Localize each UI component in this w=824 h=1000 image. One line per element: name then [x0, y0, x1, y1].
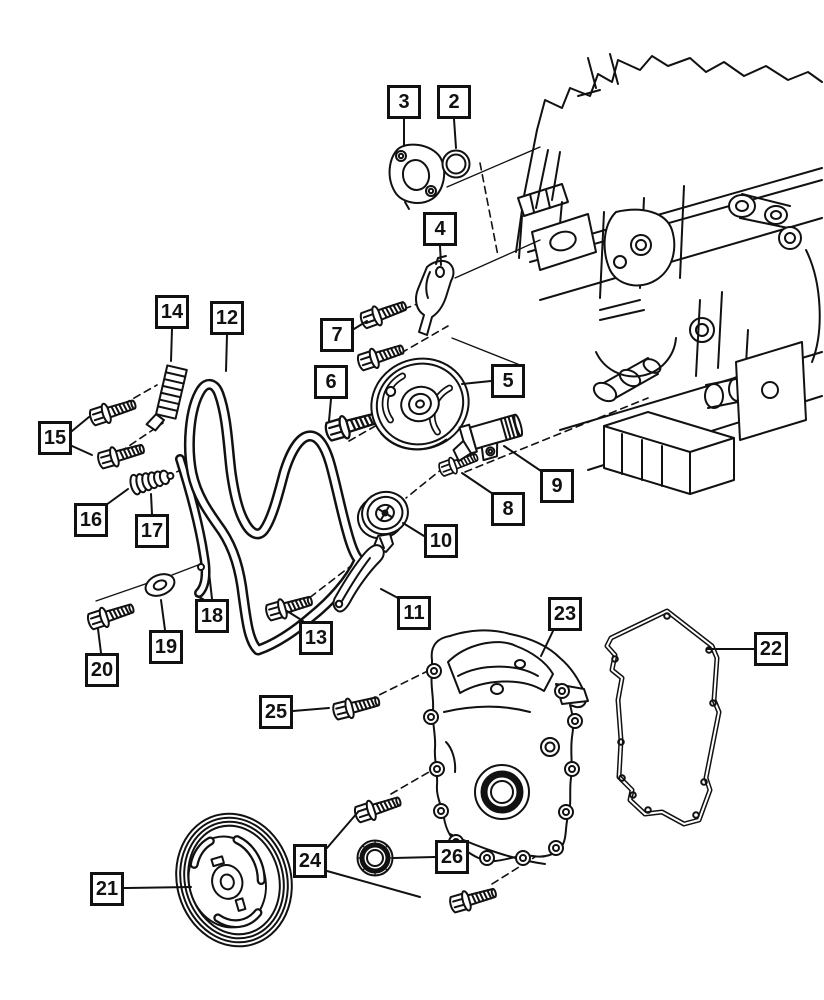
guide-bolt [95, 437, 148, 472]
bracket-bolt [357, 295, 410, 332]
leader-line-24 [326, 870, 421, 898]
left-chain-guide [175, 454, 211, 600]
crankshaft-pulley [175, 812, 293, 948]
crankshaft-seal [356, 839, 394, 877]
leader-line-7 [353, 320, 368, 330]
callout-15[interactable]: 15 [38, 421, 72, 455]
seal-retainer-gasket [388, 143, 446, 210]
timing-chain [183, 378, 365, 656]
leader-line-8 [461, 472, 494, 495]
o-ring-seal [441, 149, 471, 179]
callout-18[interactable]: 18 [195, 599, 229, 633]
leader-line-24 [326, 811, 359, 849]
leader-line-12 [225, 334, 228, 372]
leader-line-25 [292, 707, 330, 712]
chain-tensioner [356, 490, 409, 540]
leader-line-10 [402, 522, 425, 537]
callout-8[interactable]: 8 [491, 492, 525, 526]
callout-11[interactable]: 11 [397, 596, 431, 630]
leader-line-19 [160, 599, 166, 631]
leader-line-15 [71, 416, 90, 432]
callout-17[interactable]: 17 [135, 514, 169, 548]
leader-line-6 [328, 398, 332, 422]
tensioner-spring [129, 469, 175, 496]
leader-line-5 [461, 380, 492, 385]
callout-9[interactable]: 9 [540, 469, 574, 503]
cover-bolt-tabs [423, 663, 583, 866]
washer [144, 573, 176, 597]
mount-bracket [415, 255, 455, 336]
leader-line-17 [150, 493, 153, 515]
leader-line-26 [393, 856, 436, 859]
cover-bolt [351, 790, 405, 826]
callout-3[interactable]: 3 [387, 85, 421, 119]
leader-line-20 [97, 628, 102, 654]
leader-line-16 [105, 488, 129, 506]
callout-5[interactable]: 5 [491, 364, 525, 398]
callout-6[interactable]: 6 [314, 365, 348, 399]
leader-line-18 [208, 571, 213, 600]
callout-19[interactable]: 19 [149, 630, 183, 664]
callout-12[interactable]: 12 [210, 301, 244, 335]
callout-24[interactable]: 24 [293, 844, 327, 878]
camshaft-sprocket [370, 357, 470, 451]
callout-2[interactable]: 2 [437, 85, 471, 119]
leader-lines [71, 118, 755, 898]
leader-line-23 [540, 630, 554, 657]
callout-14[interactable]: 14 [155, 295, 189, 329]
leader-line-21 [123, 886, 192, 889]
camshaft-position-sensor [452, 413, 524, 462]
upper-chain-guide [145, 364, 188, 432]
leader-line-14 [170, 328, 173, 362]
callout-23[interactable]: 23 [548, 597, 582, 631]
callout-21[interactable]: 21 [90, 872, 124, 906]
leader-line-9 [503, 445, 542, 472]
engine-block [515, 53, 823, 495]
callout-26[interactable]: 26 [435, 840, 469, 874]
timing-cover-gasket [604, 608, 722, 827]
callout-10[interactable]: 10 [424, 524, 458, 558]
leader-line-11 [380, 588, 399, 599]
timing-cover [423, 629, 589, 866]
guide-pivot-bolt [84, 597, 138, 633]
leader-line-4 [439, 245, 442, 266]
callout-13[interactable]: 13 [299, 621, 333, 655]
callout-16[interactable]: 16 [74, 503, 108, 537]
cover-bolt [447, 881, 500, 916]
callout-25[interactable]: 25 [259, 695, 293, 729]
callout-20[interactable]: 20 [85, 653, 119, 687]
leader-line-13 [286, 610, 304, 622]
callout-4[interactable]: 4 [423, 212, 457, 246]
callout-22[interactable]: 22 [754, 632, 788, 666]
leader-line-2 [453, 118, 457, 149]
tensioner-arm [332, 533, 394, 613]
callout-7[interactable]: 7 [320, 318, 354, 352]
leader-line-15 [71, 445, 93, 456]
cover-bolt [330, 690, 383, 724]
guide-bolt [86, 393, 140, 429]
